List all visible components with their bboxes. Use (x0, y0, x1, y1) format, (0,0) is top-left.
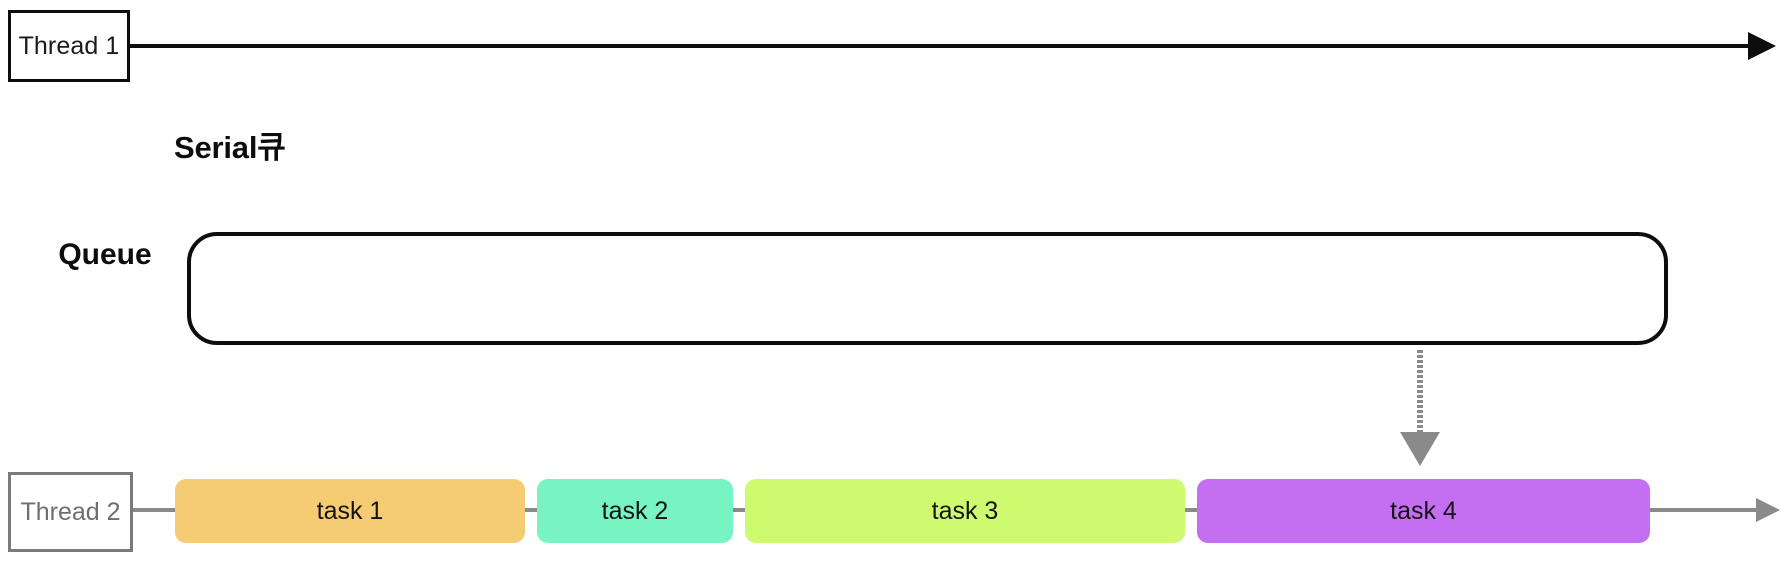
serial-queue-container (187, 232, 1668, 345)
dispatch-arrow-icon (1400, 350, 1440, 466)
queue-label: Queue (58, 238, 152, 271)
thread2-timeline-arrow-shaft (1650, 508, 1760, 512)
thread1-timeline-arrow-shaft (130, 44, 1758, 48)
connector-segment (133, 508, 175, 512)
thread-1-label: Thread 1 (18, 31, 120, 60)
task-block-2[interactable]: task 2 (537, 479, 733, 543)
task-block-3[interactable]: task 3 (745, 479, 1185, 543)
task-block-label: task 4 (1390, 496, 1457, 525)
task-block-label: task 3 (931, 496, 999, 525)
thread-2-label: Thread 2 (20, 497, 121, 526)
connector-segment (1185, 508, 1197, 512)
thread1-timeline-arrow-head (1748, 32, 1776, 60)
task-block-label: task 2 (601, 496, 669, 525)
thread-2-box: Thread 2 (8, 472, 133, 552)
task-block-label: task 1 (316, 496, 384, 525)
thread-1-box: Thread 1 (8, 10, 130, 82)
task-block-1[interactable]: task 1 (175, 479, 525, 543)
connector-segment (733, 508, 745, 512)
serial-queue-caption: Serial큐 (174, 130, 286, 165)
connector-segment (525, 508, 537, 512)
task-block-4[interactable]: task 4 (1197, 479, 1650, 543)
thread2-timeline-arrow-head (1756, 498, 1780, 522)
